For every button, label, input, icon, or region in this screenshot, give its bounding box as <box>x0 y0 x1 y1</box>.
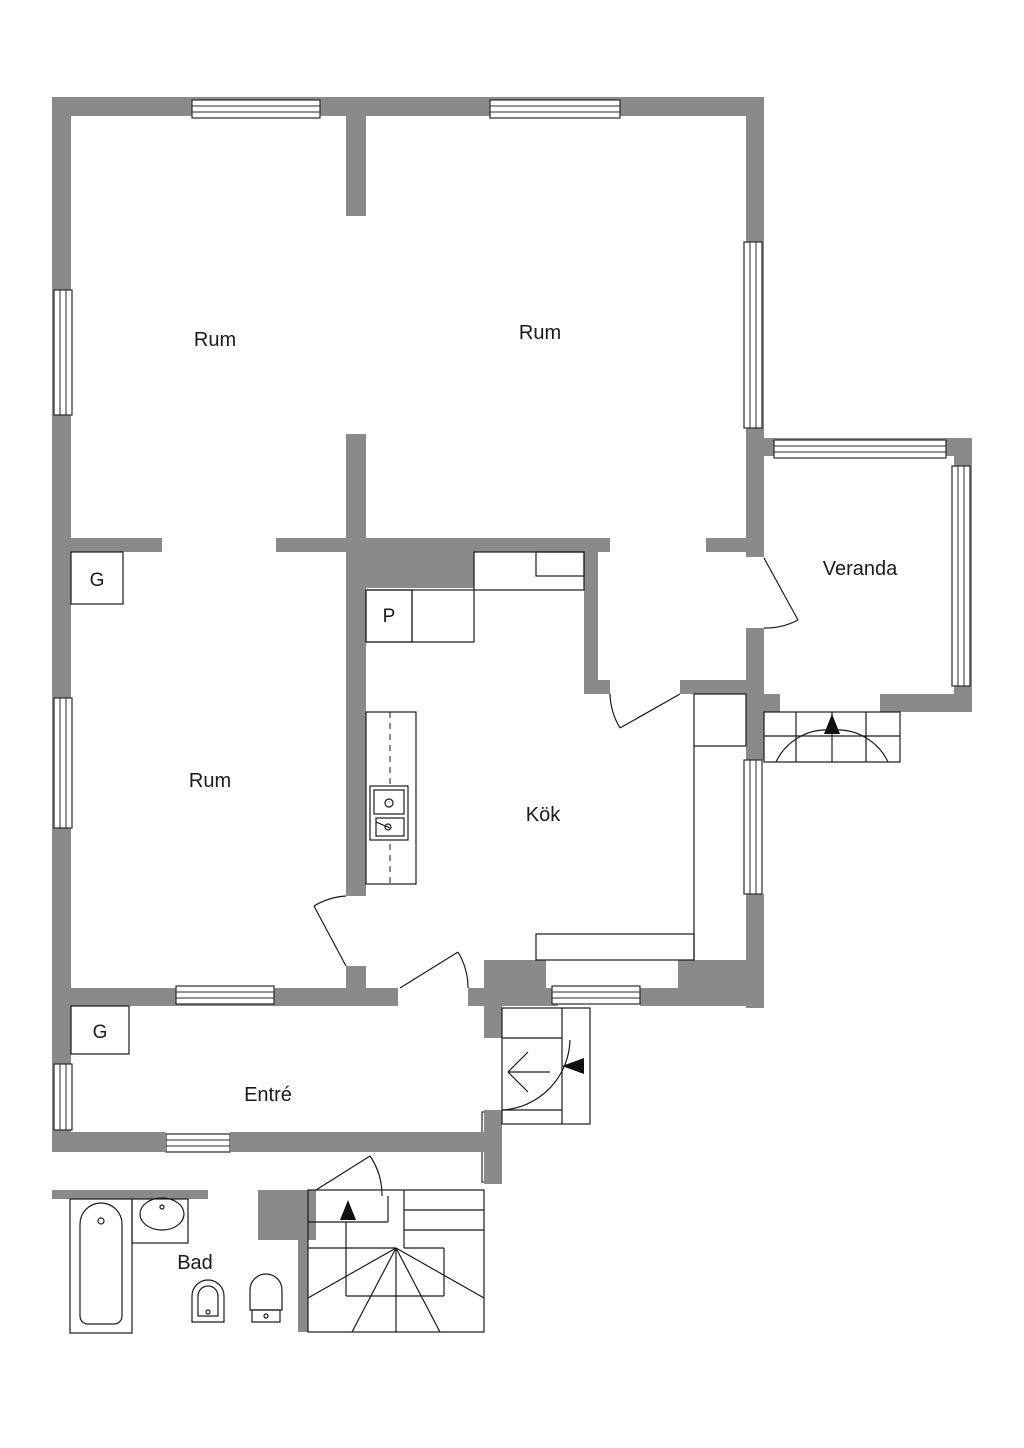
arrows <box>340 714 840 1220</box>
windows <box>53 99 971 1183</box>
label-rum-upper-left: Rum <box>194 329 236 351</box>
arrow-entrance-icon <box>562 1058 584 1074</box>
label-g-upper: G <box>90 570 105 591</box>
label-p: P <box>383 606 396 627</box>
p-box <box>365 589 413 643</box>
window-right-lower <box>743 759 763 895</box>
label-rum-lower-left: Rum <box>189 770 231 792</box>
window-veranda-right <box>951 465 971 687</box>
g-box-lower <box>70 1005 130 1055</box>
label-kok: Kök <box>526 804 561 826</box>
door-rum-lower <box>313 895 347 967</box>
sink <box>131 1198 189 1244</box>
window-veranda-top <box>773 439 947 459</box>
bathtub <box>69 1198 133 1334</box>
arrow-stair-icon <box>340 1200 356 1220</box>
bidet <box>191 1279 225 1323</box>
label-rum-upper-right: Rum <box>519 322 561 344</box>
window-kok-bottom <box>551 985 641 1005</box>
kitchen-fixtures <box>365 551 747 961</box>
window-top-left <box>191 99 321 119</box>
window-top-right <box>489 99 621 119</box>
walls <box>52 97 972 1184</box>
arrow-veranda-icon <box>824 714 840 734</box>
label-entre: Entré <box>244 1084 292 1106</box>
walls-lower-main <box>484 1182 502 1184</box>
window-bad-bottom <box>165 1133 231 1153</box>
window-left-lower <box>53 1063 73 1131</box>
door-veranda <box>763 557 799 629</box>
doors <box>313 557 901 1197</box>
label-g-lower: G <box>93 1022 108 1043</box>
bath-fixtures <box>69 1197 283 1334</box>
walls-right-stair-column <box>484 1152 502 1182</box>
window-left-middle <box>53 697 73 829</box>
room-labels: Rum Rum Rum Veranda Kök Entré Bad G G P <box>90 322 899 1274</box>
toilet <box>249 1273 283 1323</box>
walls-stair-left-real <box>298 1190 308 1332</box>
walls-structure-lower <box>52 1132 502 1152</box>
label-bad: Bad <box>177 1252 213 1274</box>
stairs <box>307 1189 485 1333</box>
door-kok-right <box>609 693 681 729</box>
window-right-upper <box>743 241 763 429</box>
label-veranda: Veranda <box>823 558 898 580</box>
door-entre-kok <box>399 951 469 989</box>
utility-boxes <box>70 551 413 1055</box>
g-box-upper <box>70 551 124 605</box>
door-stair <box>315 1155 383 1197</box>
window-rum-bottom <box>175 985 275 1005</box>
window-left-upper <box>53 289 73 416</box>
